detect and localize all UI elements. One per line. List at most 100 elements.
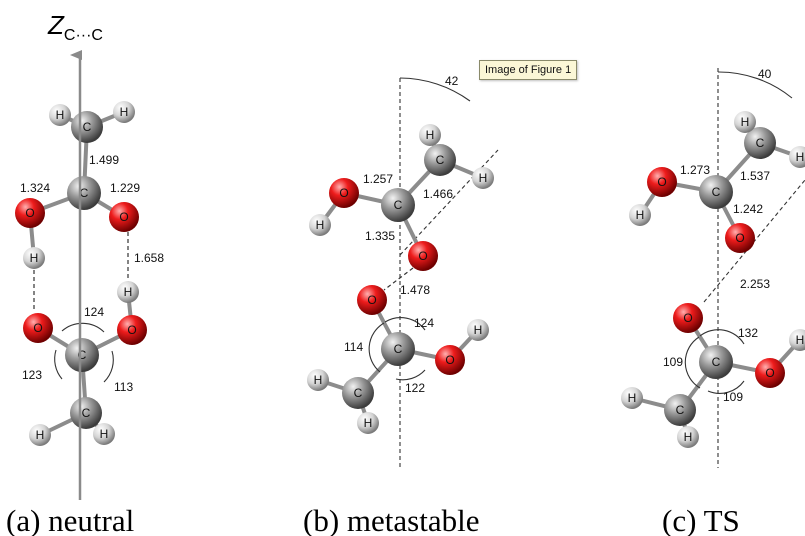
atom-h4: H xyxy=(467,319,489,341)
angle-label: 123 xyxy=(22,368,42,382)
atom-c2: C xyxy=(381,188,415,222)
svg-text:H: H xyxy=(364,416,373,430)
svg-text:O: O xyxy=(765,366,774,380)
atom-h5: H xyxy=(29,424,51,446)
svg-text:O: O xyxy=(657,175,666,189)
atom-o2: O xyxy=(725,223,755,253)
tilt-angle-label: 42 xyxy=(445,74,459,88)
bond-length-label: 1.229 xyxy=(110,181,140,195)
svg-text:O: O xyxy=(339,186,348,200)
svg-text:C: C xyxy=(83,120,92,134)
axis-label: ZC···C xyxy=(47,10,103,44)
hbonds-neutral xyxy=(33,232,129,312)
svg-text:O: O xyxy=(25,206,34,220)
caption-neutral: (a) neutral xyxy=(6,503,134,536)
atom-h2: H xyxy=(789,146,805,168)
angle-label: 113 xyxy=(114,380,133,394)
atom-o2: O xyxy=(408,241,438,271)
atom-h1: H xyxy=(419,124,441,146)
atom-c4: C xyxy=(70,397,102,429)
atom-c2: C xyxy=(699,175,733,209)
svg-text:C: C xyxy=(394,342,403,356)
svg-text:H: H xyxy=(796,150,805,164)
svg-text:C: C xyxy=(78,348,87,362)
atom-h3: H xyxy=(629,204,651,226)
atom-c2: C xyxy=(67,176,101,210)
angle-label: 122 xyxy=(405,381,425,395)
caption-metastable: (b) metastable xyxy=(303,503,479,536)
svg-text:O: O xyxy=(683,311,692,325)
angle-arcs-metastable xyxy=(368,317,426,381)
svg-text:H: H xyxy=(796,333,805,347)
svg-text:H: H xyxy=(636,208,645,222)
svg-text:H: H xyxy=(426,128,435,142)
svg-text:O: O xyxy=(367,293,376,307)
angle-label: 109 xyxy=(723,390,743,404)
atom-c3: C xyxy=(381,332,415,366)
atom-h6: H xyxy=(357,412,379,434)
atom-h4: H xyxy=(117,281,139,303)
svg-text:C: C xyxy=(756,136,765,150)
atom-h3: H xyxy=(23,247,45,269)
svg-text:H: H xyxy=(124,285,133,299)
atom-c3: C xyxy=(65,338,99,372)
atom-c1: C xyxy=(744,127,776,159)
svg-text:H: H xyxy=(100,427,109,441)
svg-text:C: C xyxy=(80,186,89,200)
svg-text:O: O xyxy=(418,249,427,263)
figure-tooltip: Image of Figure 1 xyxy=(479,60,578,80)
svg-text:O: O xyxy=(735,231,744,245)
atom-h6: H xyxy=(677,426,699,448)
atom-o4: O xyxy=(755,358,785,388)
atom-c4: C xyxy=(342,377,374,409)
svg-text:H: H xyxy=(314,373,323,387)
svg-text:C: C xyxy=(712,355,721,369)
atom-h1: H xyxy=(734,111,756,133)
svg-text:C: C xyxy=(676,403,685,417)
atom-c3: C xyxy=(699,345,733,379)
bond-length-label: 1.257 xyxy=(363,172,393,186)
hbond-metastable xyxy=(383,267,414,291)
svg-text:H: H xyxy=(474,323,483,337)
atom-h2: H xyxy=(472,167,494,189)
angle-arcs-neutral xyxy=(54,322,114,383)
svg-text:C: C xyxy=(354,386,363,400)
atom-c4: C xyxy=(664,394,696,426)
tilt-angle-label: 40 xyxy=(758,67,772,81)
bond-length-label: 1.499 xyxy=(89,153,119,167)
atom-h3: H xyxy=(309,214,331,236)
angle-label: 109 xyxy=(663,355,683,369)
svg-text:C: C xyxy=(394,198,403,212)
atom-o1: O xyxy=(647,167,677,197)
atom-h6: H xyxy=(93,423,115,445)
svg-text:O: O xyxy=(127,323,136,337)
svg-text:H: H xyxy=(120,105,129,119)
angle-label: 132 xyxy=(738,326,758,340)
atom-h5: H xyxy=(307,369,329,391)
hbond-length-label: 1.478 xyxy=(400,283,430,297)
atom-h5: H xyxy=(621,387,643,409)
atom-o1: O xyxy=(15,198,45,228)
atom-o4: O xyxy=(435,345,465,375)
atom-o2: O xyxy=(109,202,139,232)
svg-text:O: O xyxy=(33,321,42,335)
bond-length-label: 1.273 xyxy=(680,163,710,177)
atom-h1: H xyxy=(49,104,71,126)
svg-text:H: H xyxy=(741,115,750,129)
svg-text:O: O xyxy=(119,210,128,224)
svg-text:H: H xyxy=(479,171,488,185)
atom-o3: O xyxy=(673,303,703,333)
angle-arcs-ts xyxy=(684,329,745,394)
svg-text:C: C xyxy=(436,153,445,167)
hbond-length-label: 2.253 xyxy=(740,277,770,291)
svg-text:H: H xyxy=(56,108,65,122)
panel-metastable: 42 C H H C O H O O C O H xyxy=(303,74,499,536)
angle-label: 124 xyxy=(414,316,434,330)
angle-label: 124 xyxy=(84,305,104,319)
bond-length-label: 1.242 xyxy=(733,202,763,216)
hbond-length-label: 1.658 xyxy=(134,251,164,265)
bond-length-label: 1.324 xyxy=(20,181,50,195)
svg-text:H: H xyxy=(36,428,45,442)
